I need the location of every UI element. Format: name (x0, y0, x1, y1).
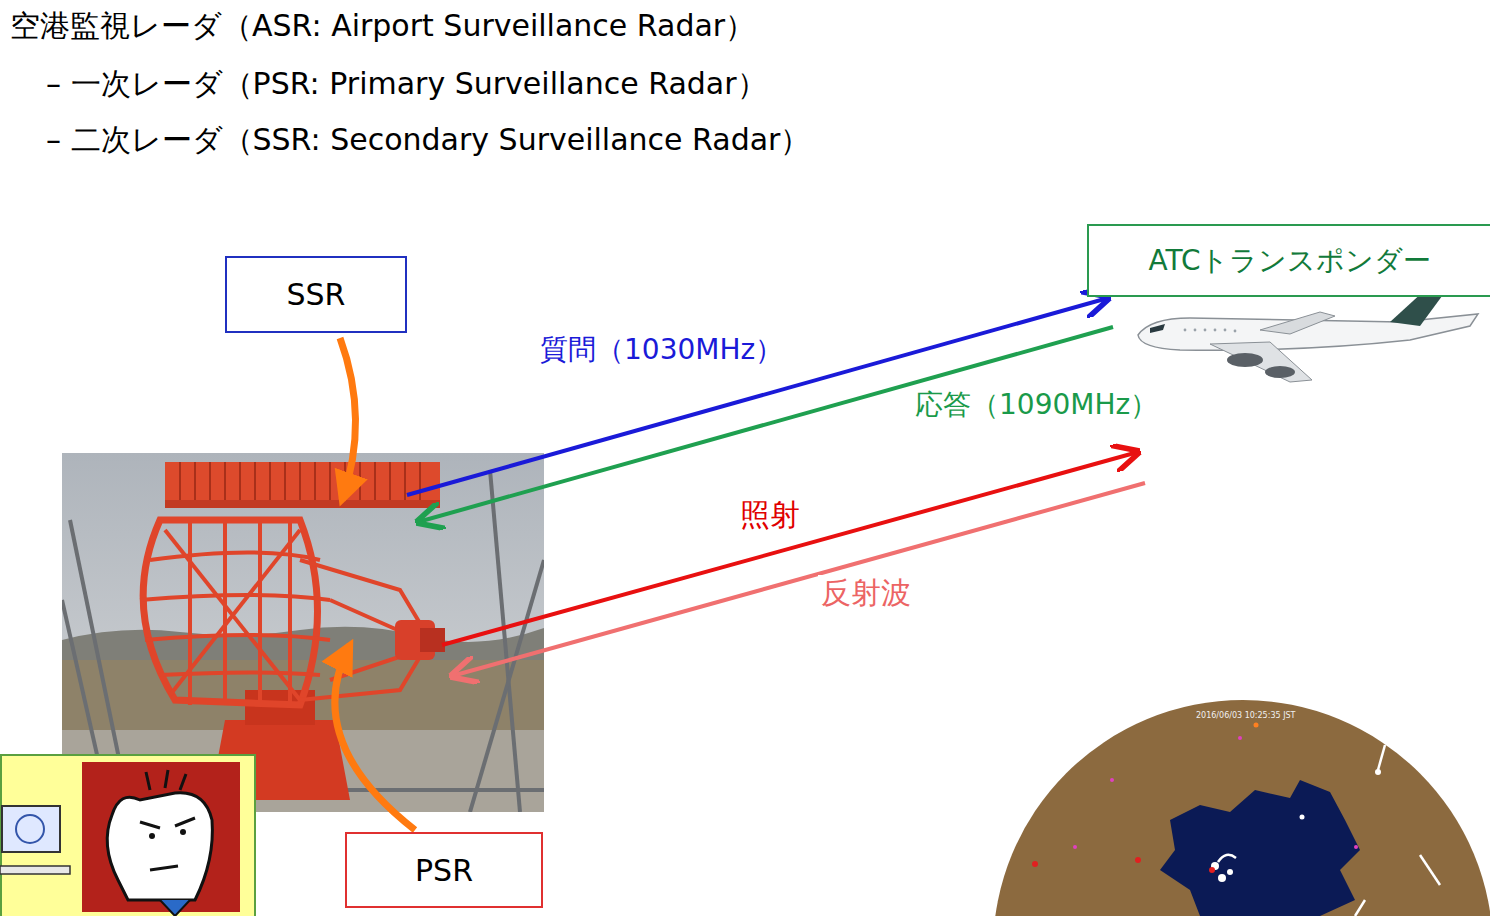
transponder-box: ATCトランスポンダー (1087, 224, 1490, 297)
psr-box: PSR (345, 832, 543, 908)
bullet-item: – 二次レーダ（SSR: Secondary Surveillance Rada… (46, 122, 810, 158)
signal-label: 質問（1030MHz） (537, 333, 786, 367)
box-text: PSR (415, 853, 473, 888)
signal-label: 応答（1090MHz） (912, 388, 1161, 422)
box-text: SSR (287, 277, 346, 312)
reply-arrow (418, 327, 1113, 522)
pointer-arrow (340, 338, 356, 500)
ssr-box: SSR (225, 256, 407, 333)
signal-label: 反射波 (818, 575, 914, 611)
bullet-item: – 一次レーダ（PSR: Primary Surveillance Radar） (46, 66, 767, 102)
page-title: 空港監視レーダ（ASR: Airport Surveillance Radar） (10, 8, 755, 44)
illumination-arrow (442, 452, 1138, 645)
radar-scope (993, 700, 1490, 916)
echo-arrow (452, 483, 1145, 676)
airplane (1138, 290, 1478, 382)
timestamp: 2016/06/03 10:25:35 JST (1196, 711, 1295, 721)
box-text: ATCトランスポンダー (1149, 242, 1432, 280)
cartoon (0, 755, 255, 916)
signal-label: 照射 (737, 497, 803, 533)
pointer-arrow (335, 645, 415, 830)
